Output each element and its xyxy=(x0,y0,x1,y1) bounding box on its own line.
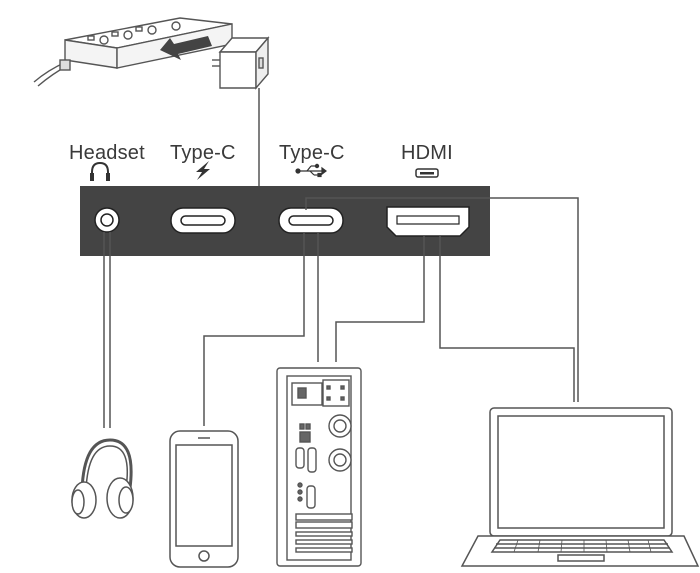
power-adapter xyxy=(212,36,270,90)
laptop-device xyxy=(460,407,700,567)
lightning-charge-icon xyxy=(196,161,210,180)
typec-power-port xyxy=(170,207,236,234)
usb-icon xyxy=(295,163,327,178)
headphones-icon xyxy=(90,161,110,181)
port-label-headset: Headset xyxy=(69,142,145,164)
hdmi-port xyxy=(386,206,470,237)
headphones-device xyxy=(71,438,134,519)
port-label-typec-usb: Type-C xyxy=(279,142,345,164)
cables xyxy=(103,197,579,428)
insert-arrow-icon xyxy=(160,36,212,60)
port-label-typec-power: Type-C xyxy=(170,142,236,164)
headset-port xyxy=(94,207,120,233)
typec-usb-port xyxy=(278,207,344,234)
port-label-hdmi: HDMI xyxy=(401,142,453,164)
hdmi-port-icon xyxy=(415,168,439,178)
phone-device xyxy=(169,430,239,568)
desktop-pc xyxy=(276,367,362,567)
power-strip xyxy=(33,17,233,87)
